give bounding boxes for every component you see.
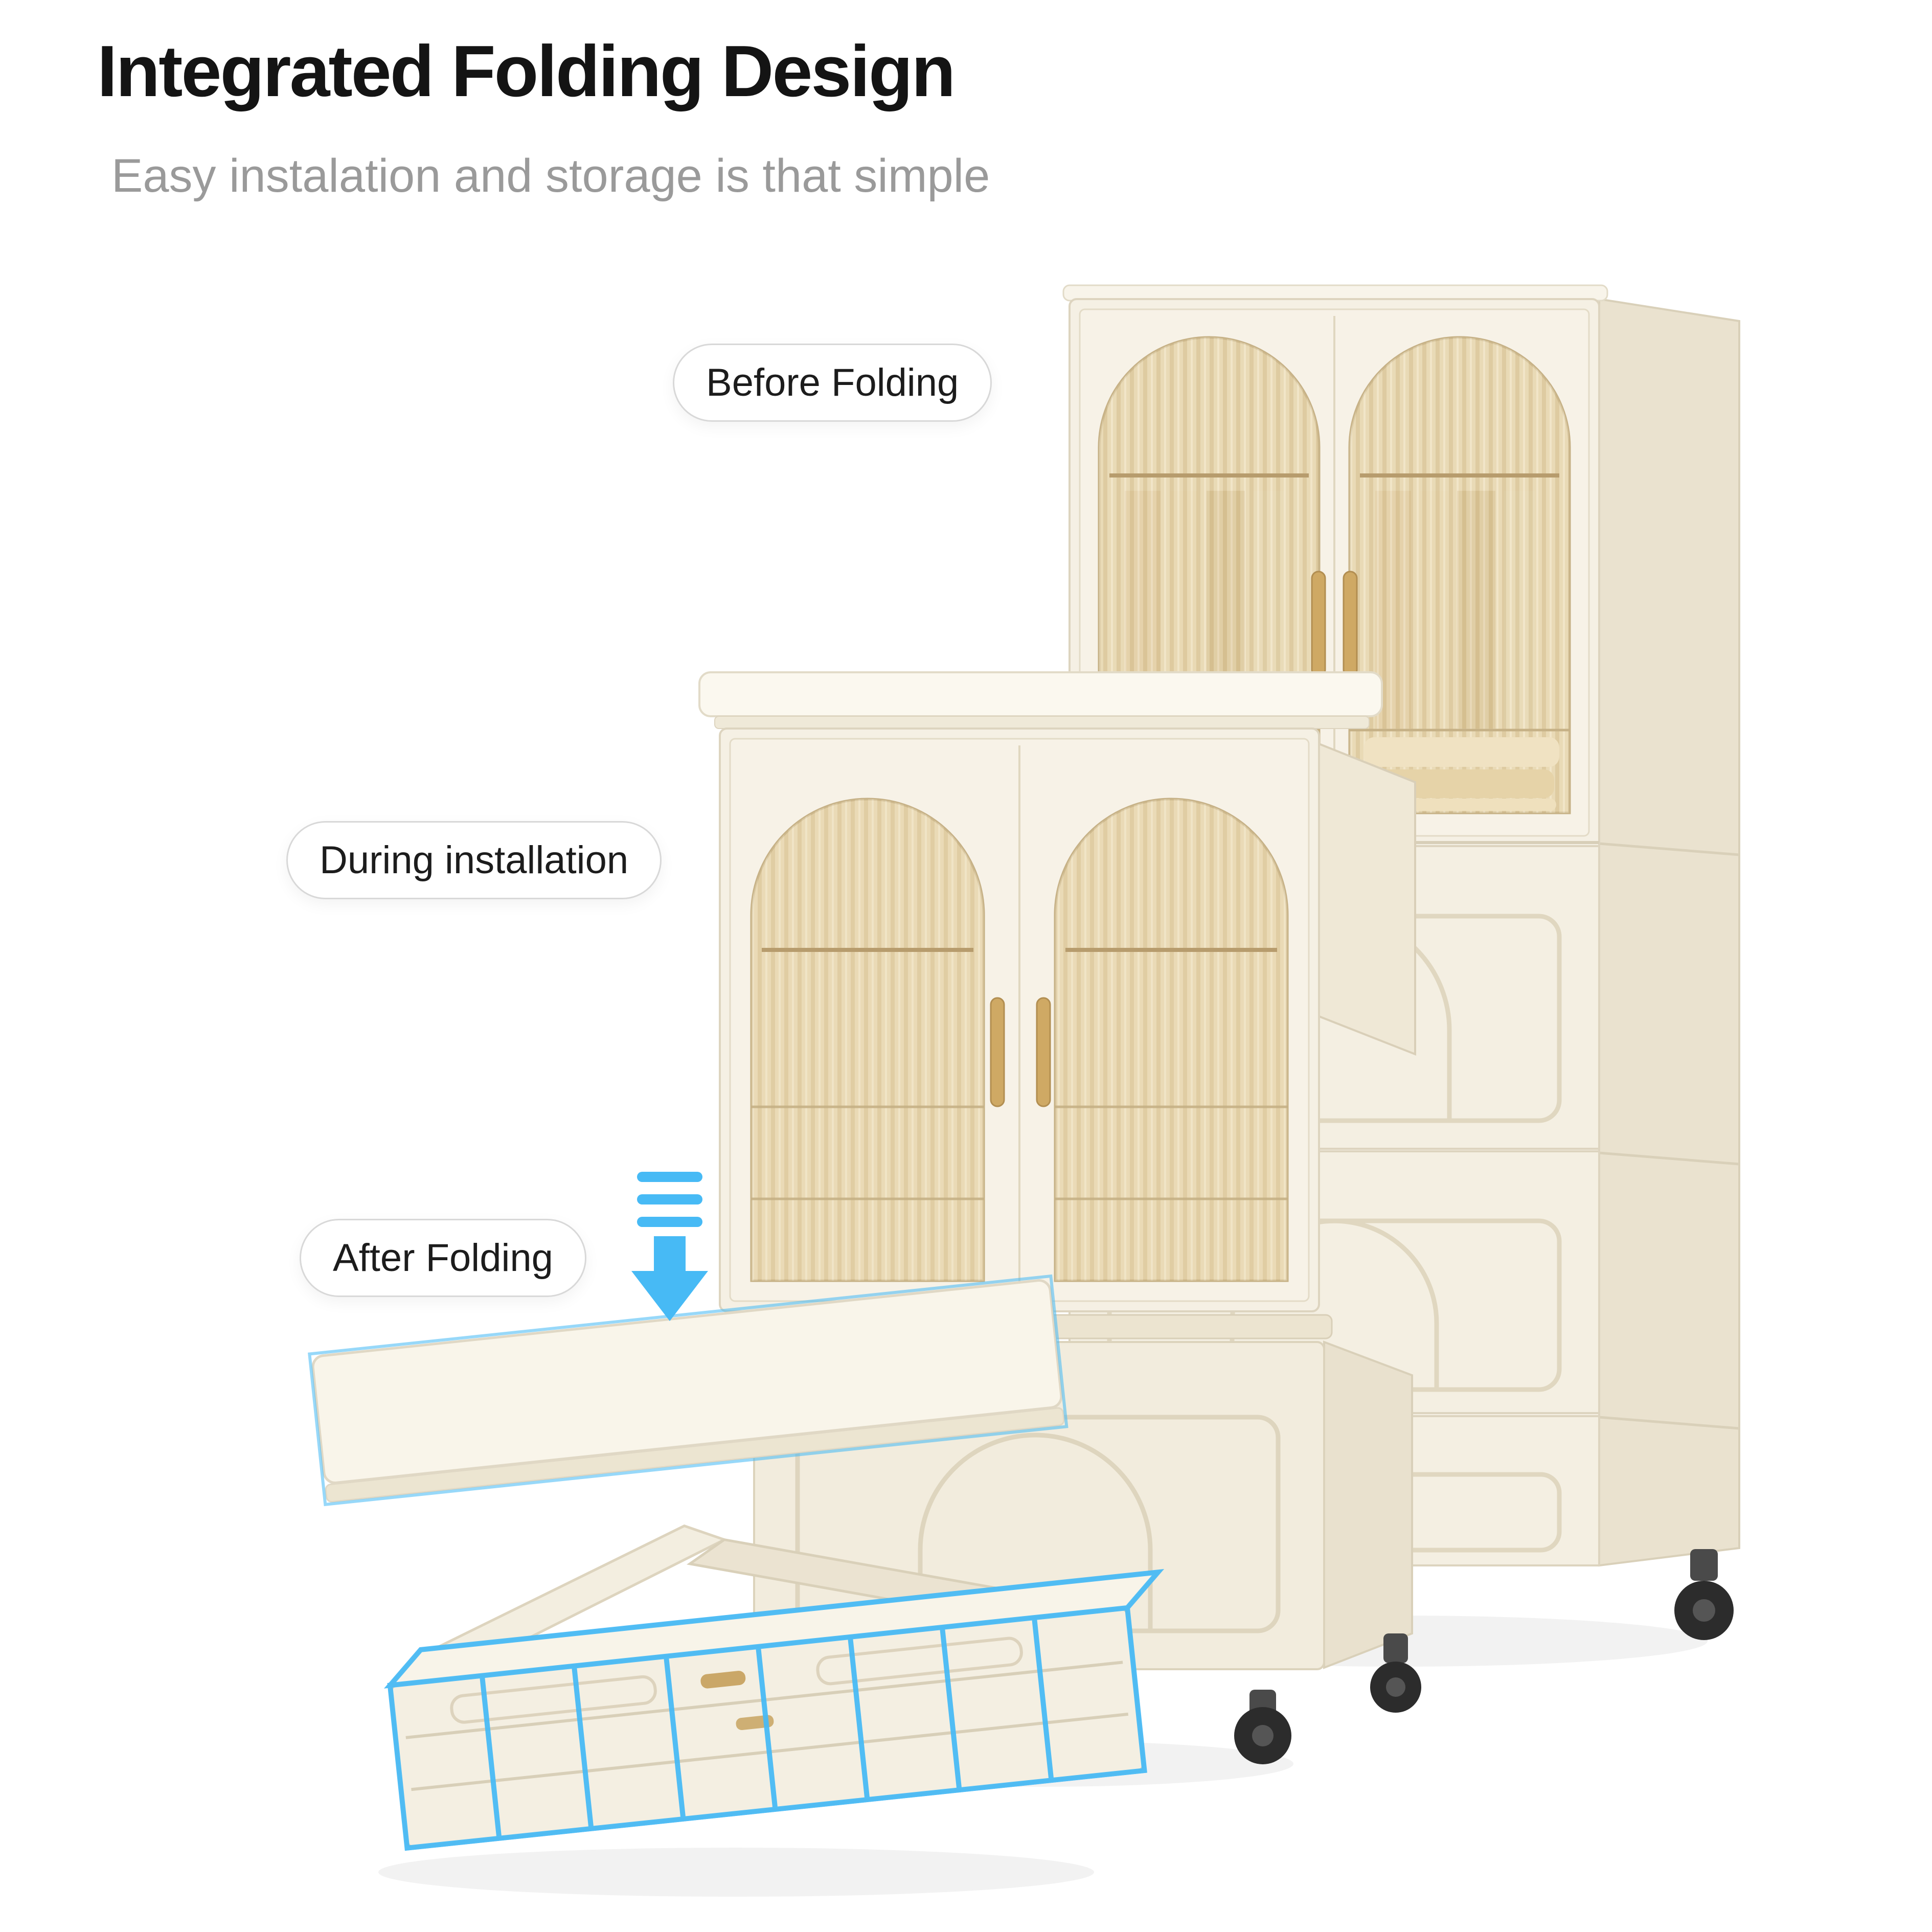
blue-wireframe — [308, 1274, 1165, 1851]
open-top-lid — [698, 671, 1383, 717]
caster-wheel — [1674, 1549, 1734, 1640]
door-handle-left — [1311, 571, 1326, 677]
folded-towel — [1364, 737, 1559, 767]
door-handle-left — [990, 997, 1005, 1107]
door-handle-right — [1343, 571, 1358, 677]
fluted-glass-overlay — [1350, 337, 1570, 813]
bin-arch-emboss — [918, 1433, 1153, 1631]
label-before-folding: Before Folding — [673, 344, 992, 422]
side-seam — [1599, 1151, 1740, 1166]
door-handle-right — [1036, 997, 1051, 1107]
arrow-down-icon — [631, 1236, 708, 1321]
lower-bin-side — [1323, 1340, 1413, 1669]
stack-emboss — [816, 1636, 1023, 1686]
compress-line — [637, 1194, 702, 1204]
stack-emboss — [450, 1675, 657, 1724]
side-seam — [1599, 842, 1740, 856]
compress-line — [637, 1172, 702, 1182]
caster-wheel — [1234, 1690, 1291, 1764]
fold-arrow — [631, 1172, 708, 1321]
lid-edge — [714, 716, 1370, 729]
side-seam — [1599, 1416, 1740, 1430]
fluted-glass-overlay — [1055, 799, 1287, 1281]
cabinet-side-panel — [1598, 298, 1740, 1567]
folded-lid-edge — [325, 1407, 1065, 1503]
cabinet-after-folding — [308, 1274, 1165, 1851]
label-after-folding: After Folding — [300, 1219, 586, 1297]
page-title: Integrated Folding Design — [97, 31, 956, 112]
compress-line — [637, 1217, 702, 1227]
folded-lid — [311, 1279, 1063, 1484]
folded-handle — [700, 1671, 746, 1689]
label-during-installation: During installation — [286, 821, 662, 899]
stack-shadow — [378, 1848, 1094, 1897]
caster-wheel — [1370, 1633, 1421, 1713]
fluted-glass-overlay — [752, 799, 984, 1281]
open-side-flap — [1318, 742, 1416, 1056]
page-subtitle: Easy instalation and storage is that sim… — [111, 150, 990, 202]
cabinet-during-installation — [698, 671, 1421, 1787]
